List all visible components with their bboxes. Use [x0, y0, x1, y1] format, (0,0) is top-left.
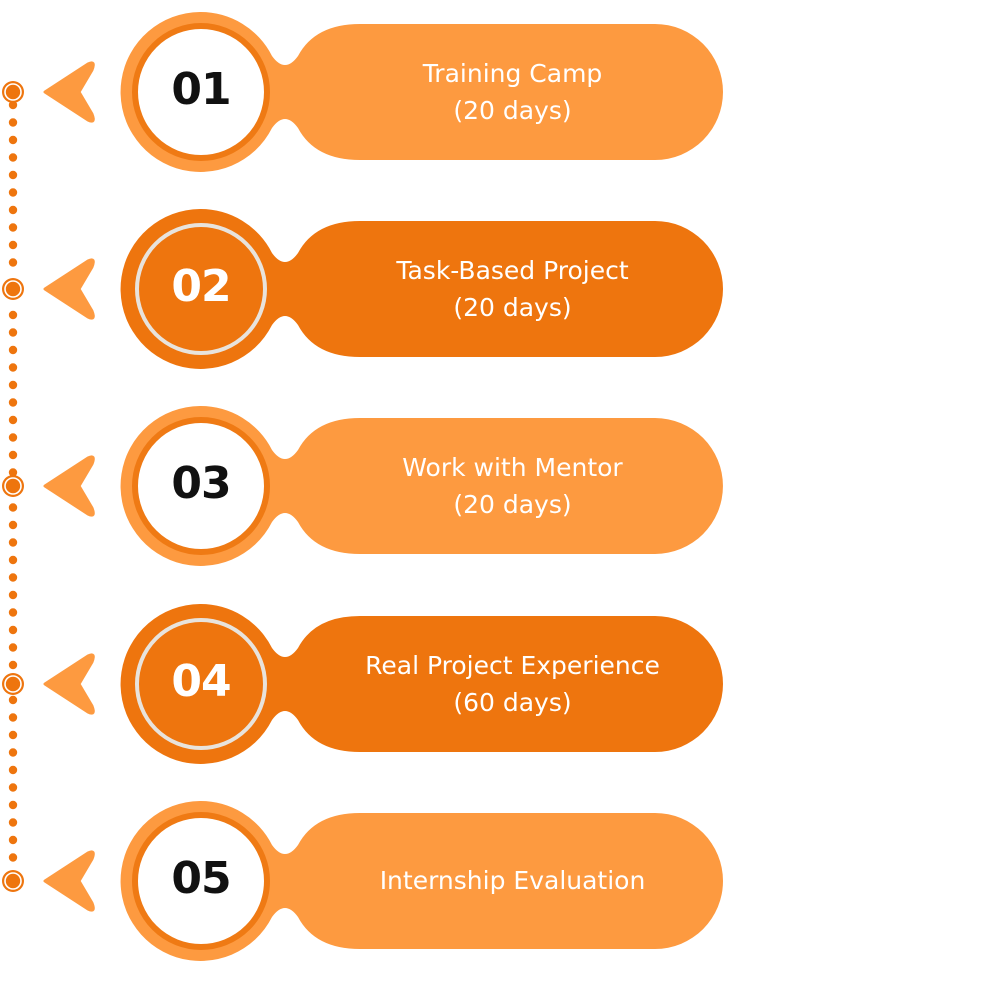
step-card — [120, 603, 723, 764]
number-badge — [132, 23, 270, 161]
step-title: Task-Based Project — [396, 256, 629, 285]
connector-dot — [8, 590, 18, 600]
connector-dot — [8, 555, 18, 565]
connector-dot — [8, 450, 18, 460]
connector-dot — [8, 520, 18, 530]
step-03 — [2, 405, 723, 566]
step-title: Internship Evaluation — [379, 866, 646, 895]
connector-dot — [8, 118, 18, 127]
step-title: Training Camp — [422, 59, 603, 88]
step-02 — [2, 208, 723, 369]
connector-dot — [8, 660, 18, 670]
connector-dot — [8, 223, 18, 232]
connector-dot — [8, 538, 18, 547]
connector-dot — [8, 328, 18, 337]
connector-dot — [8, 818, 18, 827]
step-title: Real Project Experience — [365, 651, 660, 680]
arrow-left-icon — [43, 850, 95, 912]
step-label: Internship Evaluation — [300, 862, 725, 899]
connector-dot — [8, 398, 18, 407]
step-number: 05 — [171, 853, 231, 904]
arrow-left-icon — [43, 61, 95, 123]
step-number: 02 — [171, 261, 231, 312]
connector-dot — [8, 188, 18, 197]
step-card — [120, 208, 723, 369]
connector-dot — [8, 135, 18, 145]
step-number: 01 — [171, 64, 231, 115]
step-label: Real Project Experience (60 days) — [300, 647, 725, 721]
number-badge — [135, 618, 267, 750]
timeline-node-icon — [2, 673, 24, 695]
timeline-node-icon — [2, 81, 24, 103]
step-number: 04 — [171, 656, 231, 707]
connector-dot — [8, 800, 18, 810]
connector-dot — [8, 415, 18, 425]
step-duration: (60 days) — [453, 688, 572, 717]
connector-dot — [8, 310, 18, 320]
connector-dot — [8, 170, 18, 180]
connector-dot — [8, 573, 18, 582]
connector-dot — [8, 100, 18, 110]
step-card — [120, 11, 723, 172]
arrow-left-icon — [43, 653, 95, 715]
number-badge — [132, 417, 270, 555]
step-04 — [2, 603, 723, 764]
number-badge — [132, 812, 270, 950]
connector-dot — [8, 205, 18, 215]
connector-dot — [8, 153, 18, 162]
timeline-node-icon — [2, 278, 24, 300]
dotted-connector-line — [8, 100, 18, 862]
connector-dot — [8, 363, 18, 372]
timeline-node-icon — [2, 475, 24, 497]
connector-dot — [8, 380, 18, 390]
connector-dot — [8, 468, 18, 477]
number-badge — [135, 223, 267, 355]
connector-dot — [8, 765, 18, 775]
connector-dot — [8, 258, 18, 267]
connector-dot — [8, 835, 18, 845]
connector-dot — [8, 240, 18, 250]
step-duration: (20 days) — [453, 490, 572, 519]
step-label: Task-Based Project (20 days) — [300, 252, 725, 326]
connector-dot — [8, 503, 18, 512]
step-label: Training Camp (20 days) — [300, 55, 725, 129]
timeline-node-icon — [2, 870, 24, 892]
connector-dot — [8, 748, 18, 757]
connector-dot — [8, 713, 18, 722]
step-duration: (20 days) — [453, 96, 572, 125]
connector-dot — [8, 608, 18, 617]
connector-dot — [8, 643, 18, 652]
arrow-left-icon — [43, 455, 95, 517]
connector-dot — [8, 695, 18, 705]
connector-dot — [8, 433, 18, 442]
step-card — [120, 800, 724, 961]
step-05 — [2, 800, 724, 961]
step-card — [120, 405, 723, 566]
connector-dot — [8, 853, 18, 862]
connector-dot — [8, 730, 18, 740]
arrow-left-icon — [43, 258, 95, 320]
step-label: Work with Mentor (20 days) — [300, 449, 725, 523]
step-01 — [2, 11, 723, 172]
connector-dot — [8, 625, 18, 635]
connector-dot — [8, 783, 18, 792]
connector-dot — [8, 345, 18, 355]
step-title: Work with Mentor — [402, 453, 623, 482]
step-number: 03 — [171, 458, 231, 509]
step-duration: (20 days) — [453, 293, 572, 322]
